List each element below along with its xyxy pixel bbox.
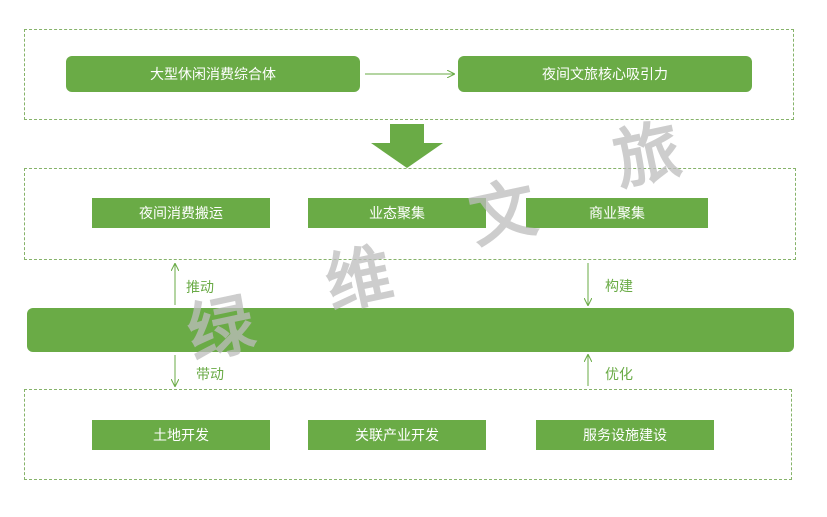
top-container — [24, 29, 794, 120]
bottom-box-3-label: 服务设施建设 — [583, 428, 667, 444]
middle-box-1-label: 夜间消费搬运 — [139, 206, 223, 222]
bottom-box-1-label: 土地开发 — [153, 428, 209, 444]
top-right-box: 夜间文旅核心吸引力 — [458, 56, 752, 92]
middle-box-3: 商业聚集 — [526, 198, 708, 228]
push-label: 推动 — [186, 280, 214, 296]
middle-box-1: 夜间消费搬运 — [92, 198, 270, 228]
bottom-box-3: 服务设施建设 — [536, 420, 714, 450]
middle-container — [24, 168, 796, 260]
middle-box-2-label: 业态聚集 — [369, 206, 425, 222]
middle-box-3-label: 商业聚集 — [589, 206, 645, 222]
top-left-box: 大型休闲消费综合体 — [66, 56, 360, 92]
center-bar — [27, 308, 794, 352]
drive-label: 带动 — [196, 367, 224, 383]
middle-box-2: 业态聚集 — [308, 198, 486, 228]
bottom-box-2-label: 关联产业开发 — [355, 428, 439, 444]
bottom-box-2: 关联产业开发 — [308, 420, 486, 450]
bottom-container — [24, 389, 792, 480]
top-right-box-label: 夜间文旅核心吸引力 — [542, 67, 668, 83]
optimize-label: 优化 — [605, 367, 633, 383]
big-down-arrow — [371, 124, 443, 168]
bottom-box-1: 土地开发 — [92, 420, 270, 450]
top-left-box-label: 大型休闲消费综合体 — [150, 67, 276, 83]
build-label: 构建 — [605, 279, 633, 295]
